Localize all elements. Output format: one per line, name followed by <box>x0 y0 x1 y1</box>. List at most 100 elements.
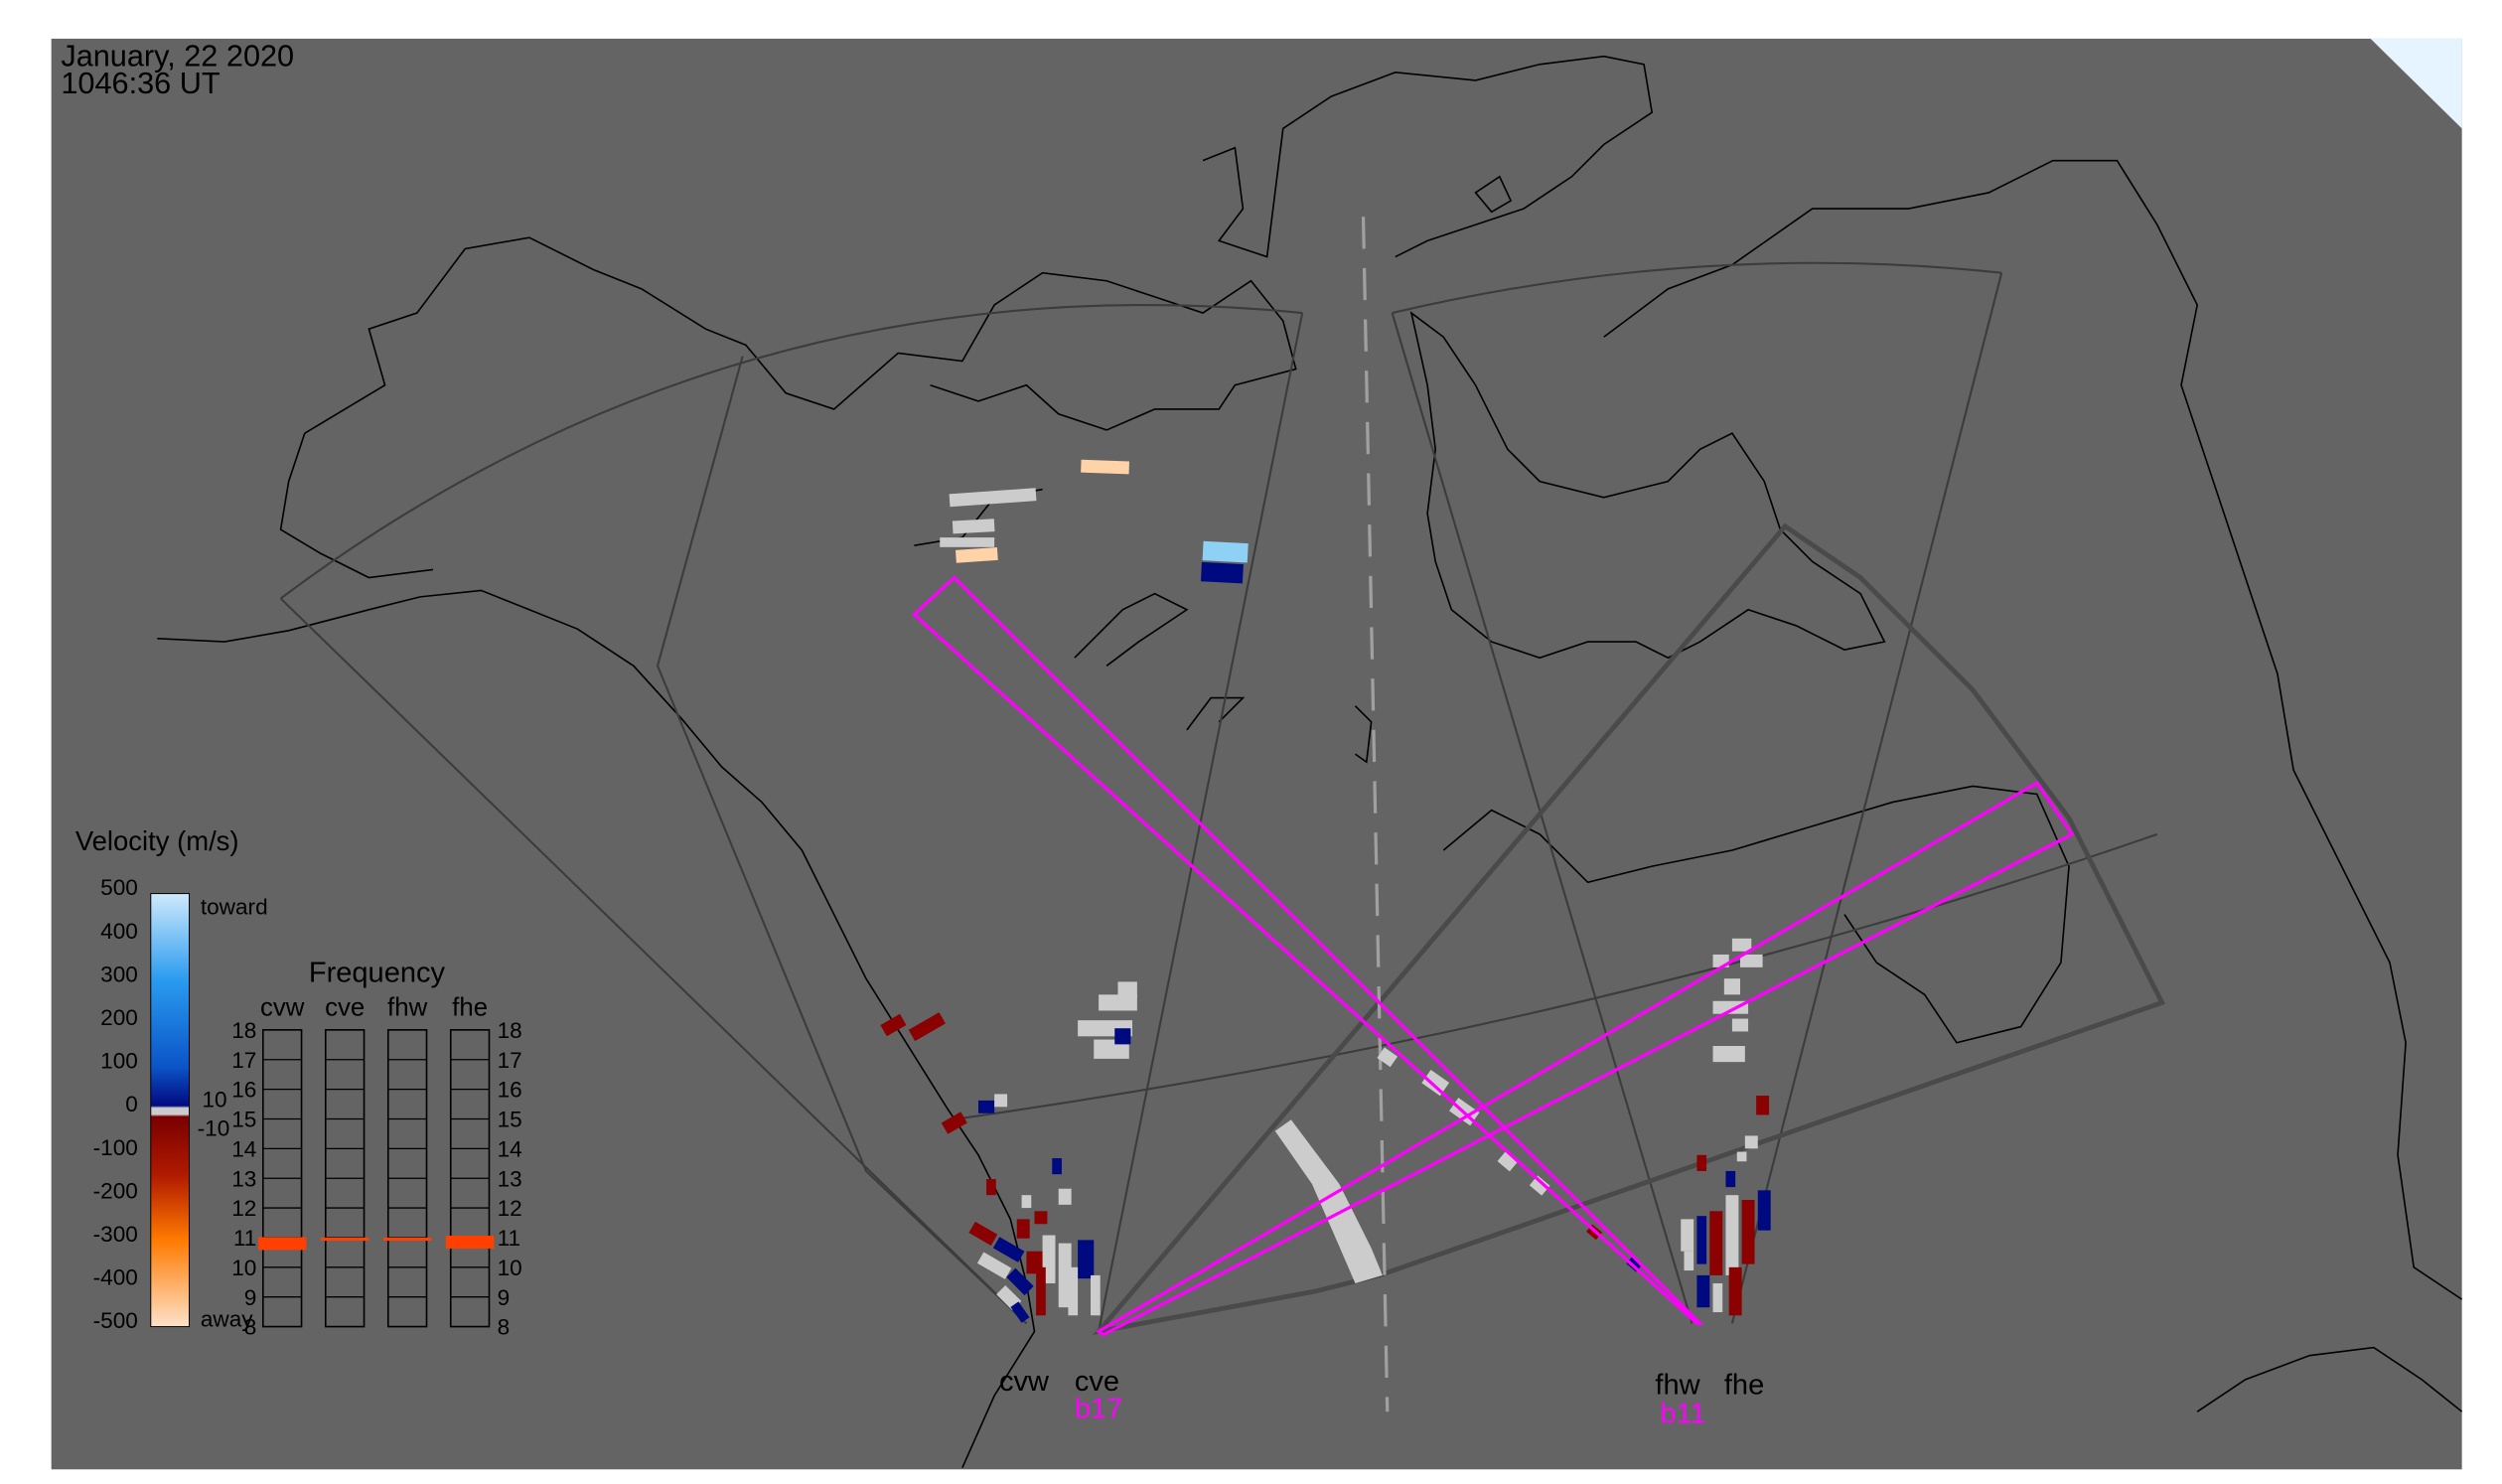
velocity-tick: 100 <box>100 1049 138 1074</box>
scatter-cell <box>1091 1274 1101 1316</box>
scatter-cell <box>1709 1211 1723 1275</box>
freq-radar-label: cvw <box>260 993 305 1021</box>
scatter-cell <box>1117 981 1137 998</box>
velocity-tick: -300 <box>93 1222 138 1247</box>
velocity-tick: -400 <box>93 1265 138 1290</box>
freq-tick-left: 18 <box>231 1018 256 1043</box>
fov-outlines-thin <box>279 261 2158 1332</box>
fov-outline-thick <box>1092 522 2166 1336</box>
scatter-cell <box>1744 1135 1758 1149</box>
freq-radar-label: fhw <box>387 993 428 1021</box>
scatter-cell <box>1078 1240 1095 1279</box>
scatter-cell <box>1052 1158 1062 1175</box>
scatter-cell <box>1626 1256 1643 1272</box>
freq-marker <box>257 1237 307 1251</box>
scatter-cell <box>992 1237 1025 1262</box>
freq-tick-left: 8 <box>244 1315 257 1340</box>
scatter-cell <box>1068 1266 1079 1316</box>
scatter-cell <box>1741 1200 1755 1264</box>
scatter-cell <box>1712 1282 1723 1313</box>
away-label: away <box>201 1307 253 1332</box>
beam-fhw <box>912 575 1704 1325</box>
scatter-cell <box>986 1179 996 1196</box>
freq-tick-left: 15 <box>231 1108 256 1132</box>
scatter-cell <box>1058 1188 1072 1205</box>
radar-label-fhe: fhe <box>1724 1369 1764 1401</box>
freq-tick-right: 13 <box>498 1166 522 1191</box>
scatter-cell <box>1736 1151 1747 1162</box>
scatter-cell <box>1034 1211 1048 1225</box>
scatter-cell <box>1200 561 1244 584</box>
velocity-tick: 200 <box>100 1005 138 1030</box>
scatter-cells <box>880 459 1771 1323</box>
freq-tick-right: 17 <box>498 1048 522 1073</box>
scatter-cell <box>1497 1151 1519 1172</box>
scatter-cell <box>1421 1070 1450 1097</box>
gs-label-neg: -10 <box>198 1115 230 1140</box>
freq-radar-label: fhe <box>452 993 488 1021</box>
velocity-tick: -100 <box>93 1135 138 1160</box>
scatter-cell <box>1016 1219 1030 1239</box>
scatter-cell <box>1712 1000 1749 1014</box>
scatter-cell <box>1725 1170 1736 1188</box>
scatter-cell <box>1696 1154 1707 1171</box>
freq-tick-right: 9 <box>498 1285 511 1310</box>
scatter-cell <box>976 1252 1012 1279</box>
dashed-meridian <box>1361 217 1390 1412</box>
scatter-cell <box>1728 1266 1742 1316</box>
freq-tick-left: 13 <box>231 1166 256 1191</box>
freq-marker <box>320 1237 369 1242</box>
velocity-tick: 0 <box>125 1092 138 1116</box>
ground-scatter-band <box>1274 1119 1383 1283</box>
map-background <box>51 38 2462 1470</box>
time-label: 1046:36 UT <box>61 66 221 100</box>
freq-tick-right: 16 <box>498 1078 522 1103</box>
freq-tick-left: 12 <box>231 1196 256 1221</box>
freq-tick-right: 18 <box>498 1018 522 1043</box>
date-label: January, 22 2020 <box>61 38 294 73</box>
freq-marker <box>445 1235 495 1249</box>
scatter-cell <box>952 519 995 534</box>
beam-label-left: b17 <box>1075 1394 1122 1425</box>
velocity-tick: 400 <box>100 919 138 944</box>
gs-label-pos: 10 <box>202 1087 226 1112</box>
scatter-cell <box>1529 1175 1550 1196</box>
scatter-cell <box>1696 1274 1710 1308</box>
scatter-cell <box>994 1094 1008 1108</box>
scatter-cell <box>1739 954 1763 967</box>
freq-marker <box>382 1237 432 1242</box>
freq-tick-right: 14 <box>498 1136 522 1161</box>
scatter-cell <box>1021 1195 1032 1209</box>
velocity-tick: -200 <box>93 1178 138 1203</box>
scatter-cell <box>1712 1045 1745 1063</box>
scatter-cell <box>1757 1190 1771 1231</box>
scatter-cell <box>1081 459 1129 475</box>
scatter-cell <box>1006 1267 1034 1296</box>
scatter-cell <box>941 1112 967 1134</box>
freq-tick-left: 11 <box>233 1226 256 1251</box>
frequency-title: Frequency <box>309 957 446 988</box>
scatter-cell <box>940 537 995 547</box>
freq-tick-right: 10 <box>498 1256 522 1280</box>
velocity-legend-title: Velocity (m/s) <box>75 825 239 856</box>
freq-tick-right: 8 <box>498 1315 511 1340</box>
scatter-cell <box>1731 1018 1749 1032</box>
scatter-cell <box>1723 978 1740 995</box>
scatter-cell <box>1036 1266 1046 1316</box>
freq-tick-right: 11 <box>498 1226 520 1251</box>
freq-tick-left: 16 <box>231 1078 256 1103</box>
freq-tick-left: 14 <box>231 1136 256 1161</box>
scatter-cell <box>1099 994 1137 1011</box>
velocity-tick: 500 <box>100 875 138 900</box>
radar-label-cvw: cvw <box>999 1366 1050 1398</box>
radar-label-cve: cve <box>1075 1366 1119 1398</box>
scatter-cell <box>955 546 998 563</box>
scatter-cell <box>1696 1216 1707 1264</box>
scatter-cell <box>1684 1251 1694 1271</box>
corner-marker <box>2370 38 2462 129</box>
scatter-cell <box>1114 1028 1131 1045</box>
scatter-cell <box>908 1012 946 1042</box>
scatter-cell <box>977 1100 995 1113</box>
